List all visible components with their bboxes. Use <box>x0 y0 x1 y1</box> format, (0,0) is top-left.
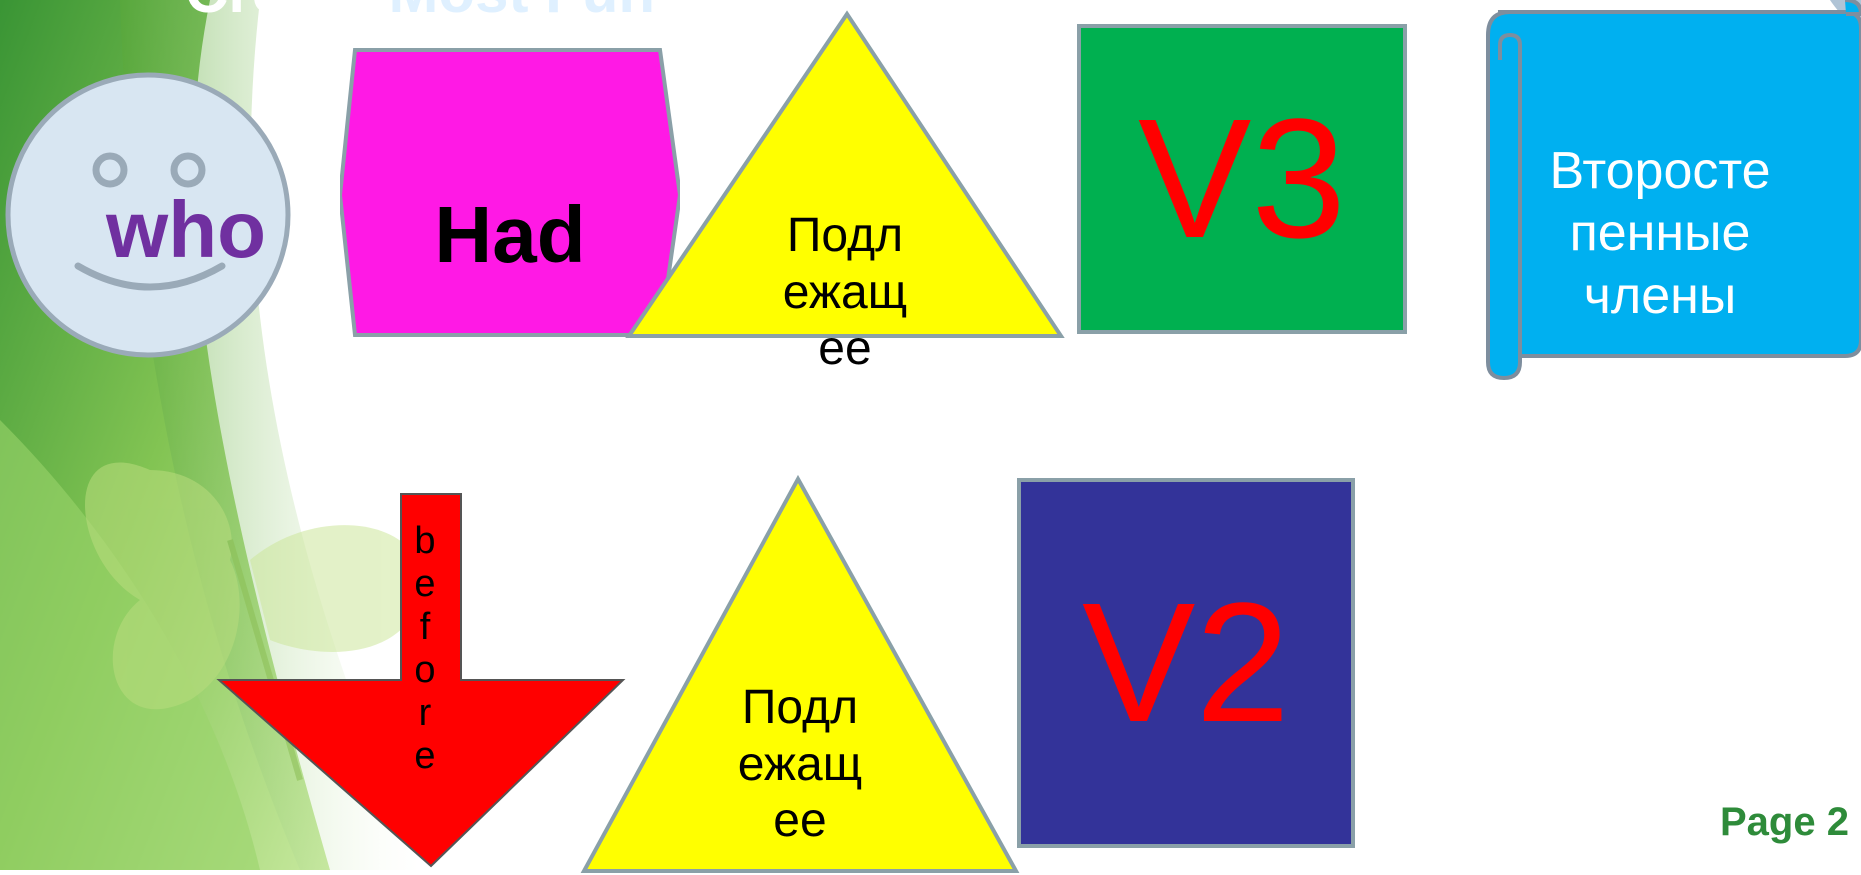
smiley-label: who <box>106 185 266 274</box>
slide-title-fragment: Create Most Fun <box>185 0 655 22</box>
triangle-bottom-label: Подл ежащ ее <box>737 681 863 848</box>
scroll-label: Второсте пенные члены <box>1549 142 1771 325</box>
green-square-shape: V3 <box>1077 24 1407 334</box>
triangle-top-label: Подл ежащ ее <box>782 209 908 376</box>
hexagon-label: Had <box>434 190 586 279</box>
triangle-top-shape <box>625 10 1065 338</box>
green-square-label: V3 <box>1138 84 1346 274</box>
scroll-shape <box>1486 0 1861 380</box>
butterfly-decoration <box>85 462 423 781</box>
arrow-label-letter: o <box>414 648 436 691</box>
title-prefix: Create <box>185 0 372 25</box>
blue-square-shape: V2 <box>1017 478 1355 848</box>
down-arrow-shape <box>216 493 626 868</box>
smiley-face-shape <box>5 72 291 358</box>
page-number: Page 2 <box>1720 800 1849 844</box>
blue-square-label: V2 <box>1082 568 1290 758</box>
arrow-label-letter: b <box>414 520 436 562</box>
arrow-label-letter: e <box>414 562 436 605</box>
arrow-label-letter: r <box>418 691 432 734</box>
arrow-label-letter: e <box>414 734 436 777</box>
arrow-label-letter: f <box>419 605 431 648</box>
title-accent: Most Fun <box>388 0 655 25</box>
